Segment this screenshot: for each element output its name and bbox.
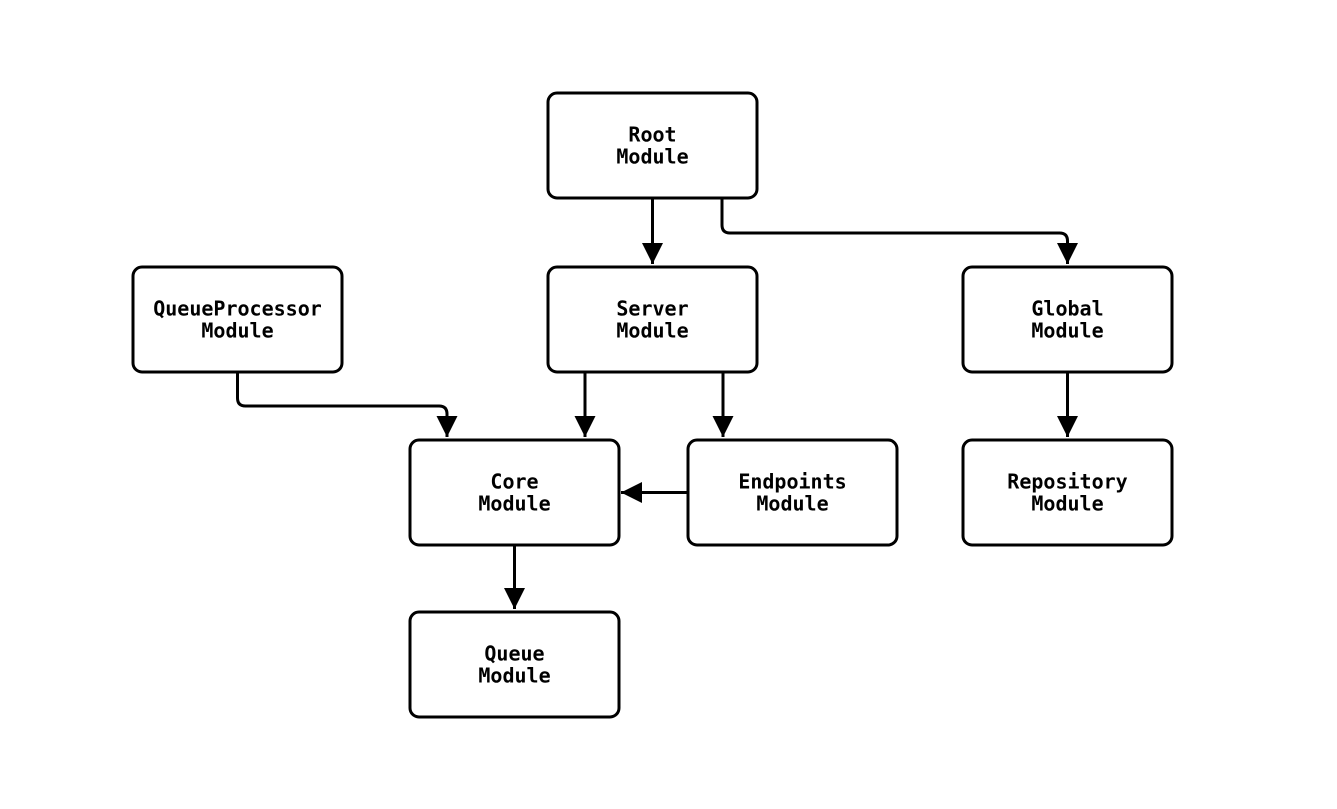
queue-module-box	[408, 610, 621, 719]
node-endpoints-module: Endpoints Module	[686, 438, 899, 547]
root-module-label-line1: Root	[628, 123, 676, 147]
node-root-module: Root Module	[546, 91, 759, 200]
global-module-box	[961, 265, 1174, 374]
nodes-layer: Root Module QueueProcessor Module Server…	[131, 91, 1174, 719]
core-module-box	[408, 438, 621, 547]
node-global-module: Global Module	[961, 265, 1174, 374]
node-queue-module: Queue Module	[408, 610, 621, 719]
queue-module-label-line1: Queue	[484, 642, 544, 666]
node-queueprocessor-module: QueueProcessor Module	[131, 265, 344, 374]
global-module-label-line2: Module	[1031, 319, 1103, 343]
endpoints-module-box	[686, 438, 899, 547]
queueprocessor-module-label-line2: Module	[201, 319, 273, 343]
repository-module-label-line2: Module	[1031, 492, 1103, 516]
node-server-module: Server Module	[546, 265, 759, 374]
queueprocessor-module-label-line1: QueueProcessor	[153, 297, 322, 321]
node-core-module: Core Module	[408, 438, 621, 547]
queueprocessor-module-box	[131, 265, 344, 374]
root-module-box	[546, 91, 759, 200]
server-module-label-line2: Module	[616, 319, 688, 343]
endpoints-module-label-line1: Endpoints	[738, 470, 846, 494]
global-module-label-line1: Global	[1031, 297, 1103, 321]
core-module-label-line2: Module	[478, 492, 550, 516]
endpoints-module-label-line2: Module	[756, 492, 828, 516]
root-module-label-line2: Module	[616, 145, 688, 169]
queue-module-label-line2: Module	[478, 664, 550, 688]
edges-layer	[236, 198, 1078, 609]
server-module-box	[546, 265, 759, 374]
node-repository-module: Repository Module	[961, 438, 1174, 547]
edge-queueprocessor-to-core	[236, 373, 458, 437]
edge-root-to-global	[720, 198, 1078, 264]
repository-module-box	[961, 438, 1174, 547]
repository-module-label-line1: Repository	[1007, 470, 1127, 494]
core-module-label-line1: Core	[490, 470, 538, 494]
server-module-label-line1: Server	[616, 297, 688, 321]
